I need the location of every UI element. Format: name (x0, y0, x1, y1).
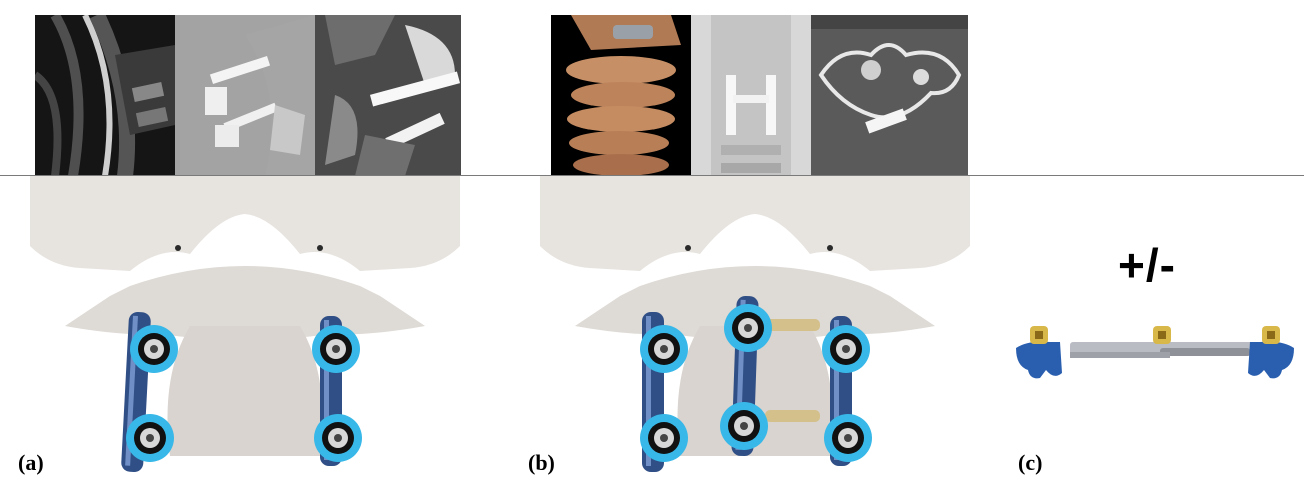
panel-b-illustration (540, 176, 970, 478)
translaminar-screw-lower (765, 410, 820, 422)
set-screw-center (1153, 326, 1171, 344)
panel-b-axial-ct (811, 15, 968, 176)
panel-b-ap-xray (691, 15, 811, 176)
set-screw-left (1030, 326, 1048, 344)
screw-head-b-upper-right (822, 325, 870, 373)
screw-head-b-lower-right (824, 414, 872, 462)
screw-head-b-lower-left (640, 414, 688, 462)
panel-a-sagittal-mri (35, 15, 175, 176)
panel-label-c: (c) (1018, 452, 1042, 474)
left-clamp (1016, 342, 1062, 379)
screw-head-a-lower-left (126, 414, 174, 462)
right-clamp (1248, 342, 1294, 379)
panel-label-a: (a) (18, 452, 44, 474)
screw-head-a-upper-right (312, 325, 360, 373)
occipital-bone (30, 176, 460, 271)
screw-head-b-lower-mid (720, 402, 768, 450)
c2-vertebra (168, 326, 323, 456)
screw-head-b-upper-left (640, 325, 688, 373)
translaminar-screw-upper (765, 319, 820, 331)
screw-head-a-lower-right (314, 414, 362, 462)
set-screw-right (1262, 326, 1280, 344)
screw-head-b-upper-mid (724, 304, 772, 352)
panel-c-cross-connector (1010, 318, 1300, 393)
panel-label-b: (b) (528, 452, 555, 474)
panel-a-lateral-xray (175, 15, 315, 176)
panel-b-3d-ct-reconstruction (551, 15, 691, 176)
option-symbol: +/- (1118, 242, 1176, 288)
screw-head-a-upper-left (130, 325, 178, 373)
panel-a-sagittal-ct (315, 15, 461, 176)
panel-a-illustration (30, 176, 460, 478)
